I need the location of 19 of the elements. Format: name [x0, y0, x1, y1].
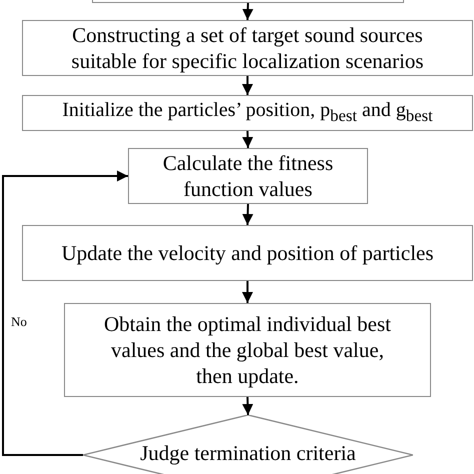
arrow	[2, 170, 128, 456]
arrow	[242, 281, 253, 303]
decision-diamond	[83, 415, 413, 474]
arrow	[242, 2, 254, 20]
process-box	[64, 303, 431, 397]
arrow	[242, 130, 254, 148]
step-text: Constructing a set of target sound sources suitable for specific localization scenarios	[70, 22, 425, 74]
process-box	[22, 225, 473, 281]
process-box	[128, 148, 368, 204]
process-box	[22, 95, 473, 131]
step-text: Judge termination criteria	[140, 440, 356, 466]
step-text: Calculate the fitness function values	[162, 150, 334, 202]
step-text: Initialize the particles’ position, p$_{best}$ and g$_{best}$	[62, 98, 433, 127]
arrow	[242, 396, 254, 416]
step-text: Update the velocity and position of particles	[61, 240, 434, 266]
arrow	[242, 204, 254, 226]
process-box	[22, 20, 473, 76]
arrow	[242, 76, 253, 95]
step-text: Obtain the optimal individual best values and the global best value, then update.	[103, 311, 392, 389]
